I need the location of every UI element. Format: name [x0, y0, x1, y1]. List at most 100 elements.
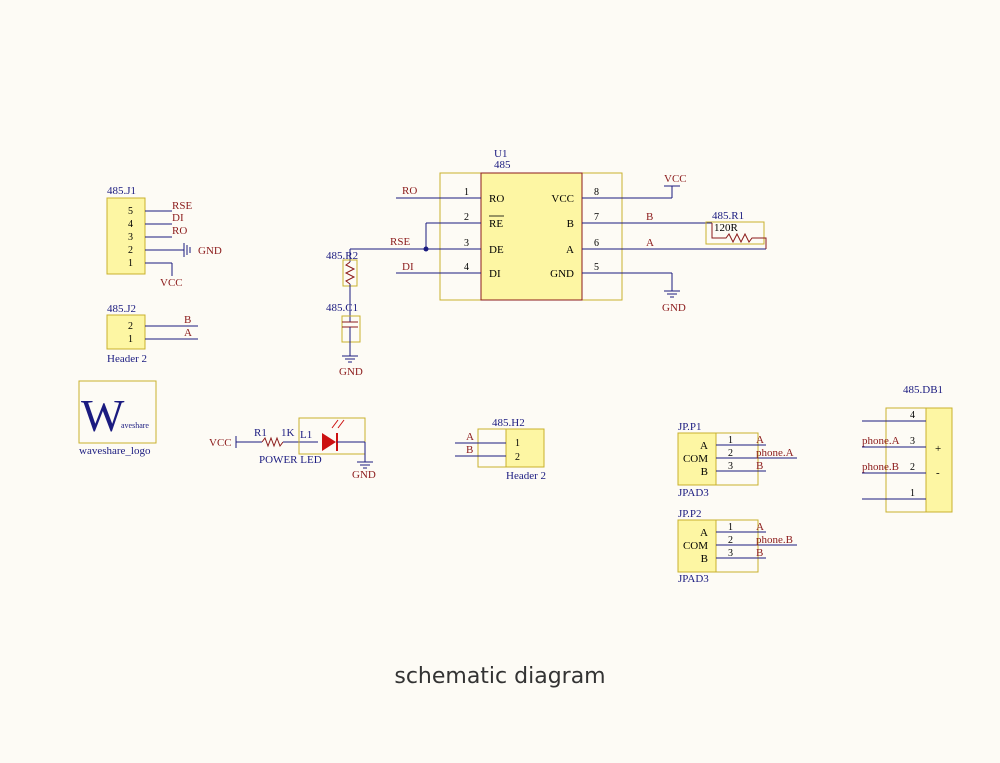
- led-vcc-label: VCC: [209, 437, 232, 449]
- db1-minus: -: [936, 467, 940, 479]
- net-di: DI: [402, 261, 414, 273]
- net-ro: RO: [402, 185, 417, 197]
- db1-ref: 485.DB1: [903, 384, 943, 396]
- jp1-pin2: 2: [728, 448, 733, 459]
- u1-pin8-num: 8: [594, 187, 599, 198]
- u1-pin4-num: 4: [464, 262, 469, 273]
- net-a: A: [646, 237, 654, 249]
- c1-ref: 485.C1: [326, 302, 358, 314]
- diagram-caption: schematic diagram: [394, 664, 606, 689]
- jp2-pin3: 3: [728, 548, 733, 559]
- logo-text: aveshare: [121, 421, 149, 430]
- r2-c1-network: 485.R2 485.C1 GND: [326, 248, 396, 378]
- jp1-name-a: A: [700, 440, 708, 452]
- jp2-net-phone-b: phone.B: [756, 534, 793, 546]
- u1-pin8-name: VCC: [551, 193, 574, 205]
- u1-transceiver: U1 485 1 2 3 4 RO RE DE DI RO RSE DI 8 7…: [390, 148, 766, 314]
- j2-net-a: A: [184, 327, 192, 339]
- j2-net-b: B: [184, 314, 191, 326]
- db1-pin4: 4: [910, 410, 915, 421]
- jp1-name-b: B: [701, 466, 708, 478]
- logo-ref: waveshare_logo: [79, 445, 151, 457]
- led-ref: L1: [300, 429, 312, 441]
- jp2-net-a: A: [756, 521, 764, 533]
- j1-net-ro: RO: [172, 225, 187, 237]
- u1-vcc-label: VCC: [664, 173, 687, 185]
- j1-pin4: 4: [128, 219, 133, 230]
- led-value: POWER LED: [259, 454, 322, 466]
- u1-pin4-name: DI: [489, 268, 501, 280]
- h2-ref: 485.H2: [492, 417, 525, 429]
- db1-net-phone-a: phone.A: [862, 435, 900, 447]
- j1-pin2: 2: [128, 245, 133, 256]
- jp1-net-phone-a: phone.A: [756, 447, 794, 459]
- r2-ref: 485.R2: [326, 250, 358, 262]
- h2-net-b: B: [466, 444, 473, 456]
- db1-net-phone-b: phone.B: [862, 461, 899, 473]
- logo-letter: W: [81, 390, 125, 441]
- r1-termination-resistor: 485.R1 120R: [705, 210, 767, 249]
- net-b: B: [646, 211, 653, 223]
- u1-pin2-num: 2: [464, 212, 469, 223]
- h2-header: 485.H2 1 2 A B Header 2: [455, 417, 546, 482]
- j2-pin1: 1: [128, 334, 133, 345]
- u1-pin6-name: A: [566, 244, 574, 256]
- u1-pin3-num: 3: [464, 238, 469, 249]
- jp2-name-b: B: [701, 553, 708, 565]
- j1-ref: 485.J1: [107, 185, 136, 197]
- junction-dot: [423, 246, 429, 252]
- h2-net-a: A: [466, 431, 474, 443]
- waveshare-logo: W aveshare waveshare_logo: [78, 380, 157, 457]
- jp1-pin1: 1: [728, 435, 733, 446]
- j1-pin3: 3: [128, 232, 133, 243]
- db1-pin1: 1: [910, 488, 915, 499]
- led-r-ref: R1: [254, 427, 267, 439]
- u1-pin1-num: 1: [464, 187, 469, 198]
- jp1-name-com: COM: [683, 453, 708, 465]
- db1-terminal-block: 485.DB1 4 3 2 1 phone.A phone.B + -: [862, 384, 953, 513]
- r1-value: 120R: [714, 222, 739, 234]
- j1-vcc-label: VCC: [160, 277, 183, 289]
- u1-pin6-num: 6: [594, 238, 599, 249]
- jp2-name-com: COM: [683, 540, 708, 552]
- j1-pin1: 1: [128, 258, 133, 269]
- jp2-name-a: A: [700, 527, 708, 539]
- u1-pin5-name: GND: [550, 268, 574, 280]
- j1-pin5: 5: [128, 206, 133, 217]
- led-r-value: 1K: [281, 427, 295, 439]
- u1-ref: U1: [494, 148, 507, 160]
- u1-pin7-num: 7: [594, 212, 599, 223]
- j1-connector: 485.J1 5 4 3 2 1 RSE DI RO GND VCC: [106, 185, 222, 289]
- j2-value: Header 2: [107, 353, 147, 365]
- net-rse: RSE: [390, 236, 410, 248]
- j1-net-rse: RSE: [172, 200, 192, 212]
- db1-pin3: 3: [910, 436, 915, 447]
- u1-pin1-name: RO: [489, 193, 504, 205]
- jp1-jumper: JP.P1 A COM B 1 2 3 A phone.A B JPAD3: [677, 421, 797, 499]
- u1-value: 485: [494, 159, 511, 171]
- j1-net-di: DI: [172, 212, 184, 224]
- jp2-value: JPAD3: [678, 573, 709, 585]
- jp1-value: JPAD3: [678, 487, 709, 499]
- led-gnd-label: GND: [352, 469, 376, 481]
- c1-gnd-label: GND: [339, 366, 363, 378]
- jp2-pin1: 1: [728, 522, 733, 533]
- power-led-circuit: VCC R1 1K L1 POWER LED GND: [209, 417, 376, 481]
- u1-pin5-num: 5: [594, 262, 599, 273]
- u1-pin7-name: B: [567, 218, 574, 230]
- jp2-pin2: 2: [728, 535, 733, 546]
- jp1-pin3: 3: [728, 461, 733, 472]
- j1-gnd-label: GND: [198, 245, 222, 257]
- jp2-ref: JP.P2: [678, 508, 702, 520]
- db1-plus: +: [935, 443, 941, 455]
- j2-connector: 485.J2 2 1 B A Header 2: [106, 303, 198, 365]
- u1-gnd-label: GND: [662, 302, 686, 314]
- u1-pin3-name: DE: [489, 244, 504, 256]
- jp1-net-a: A: [756, 434, 764, 446]
- jp1-ref: JP.P1: [678, 421, 702, 433]
- h2-pin2: 2: [515, 452, 520, 463]
- h2-value: Header 2: [506, 470, 546, 482]
- db1-pin2: 2: [910, 462, 915, 473]
- jp2-net-b: B: [756, 547, 763, 559]
